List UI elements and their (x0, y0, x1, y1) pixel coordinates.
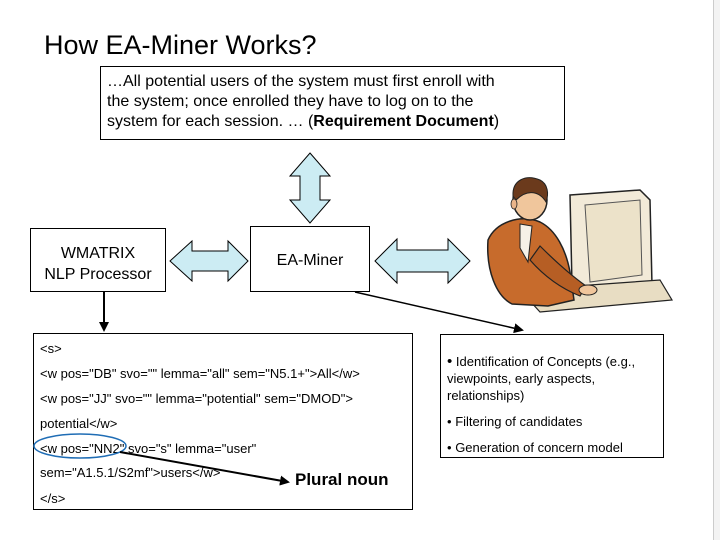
xml-output-box: <s> <w pos="DB" svo="" lemma="all" sem="… (33, 333, 413, 510)
requirement-document-label: Requirement Document (313, 113, 494, 130)
double-arrow-vertical (288, 152, 332, 224)
bullet-text-1: Identification of Concepts (e.g., viewpo… (447, 354, 636, 403)
wmatrix-box: WMATRIX NLP Processor (30, 228, 166, 292)
bullet-icon: • (447, 414, 452, 429)
bullet-icon: • (447, 353, 453, 370)
xml-line-5: <w pos="NN2" svo="s" lemma="user" (40, 441, 257, 456)
wmatrix-line-1: WMATRIX (60, 245, 136, 262)
xml-line-6: sem="A1.5.1/S2mf">users</w> (40, 465, 221, 480)
plural-noun-label: Plural noun (295, 470, 389, 489)
requirement-line-3: system for each session. … (Requirement … (107, 112, 558, 132)
vertical-scrollbar[interactable] (713, 0, 720, 540)
requirement-document-box: …All potential users of the system must … (100, 66, 565, 140)
xml-line-2: <w pos="DB" svo="" lemma="all" sem="N5.1… (40, 366, 360, 381)
requirement-line-2: the system; once enrolled they have to l… (107, 93, 474, 110)
process-steps-box: • Identification of Concepts (e.g., view… (440, 334, 664, 458)
ea-miner-box: EA-Miner (250, 226, 370, 292)
requirement-line-3-text: system for each session. … ( (107, 113, 314, 130)
bullet-text-3: Generation of concern model (455, 440, 623, 455)
double-arrow-left (169, 239, 249, 283)
xml-line-4: potential</w> (40, 416, 118, 431)
xml-line-3: <w pos="JJ" svo="" lemma="potential" sem… (40, 391, 353, 406)
bullet-item-2: • Filtering of candidates (447, 413, 661, 430)
bullet-text-2: Filtering of candidates (455, 414, 583, 429)
person-at-computer-icon (487, 177, 674, 313)
nn2-highlight-ellipse (33, 433, 127, 459)
bullet-item-3: • Generation of concern model (447, 439, 661, 456)
bullet-icon: • (447, 440, 452, 455)
requirement-line-1: …All potential users of the system must … (107, 73, 495, 90)
eaminer-to-bullets-arrow (354, 291, 524, 334)
wmatrix-line-2: NLP Processor (44, 266, 152, 283)
slide-title: How EA-Miner Works? (44, 30, 317, 60)
xml-line-1: <s> (40, 341, 62, 356)
xml-line-7: </s> (40, 491, 66, 506)
double-arrow-right (374, 237, 471, 285)
ea-miner-label: EA-Miner (276, 252, 344, 269)
requirement-line-3-end: ) (493, 113, 500, 130)
bullet-item-1: • Identification of Concepts (e.g., view… (447, 353, 661, 404)
nn2-to-plural-arrow (119, 451, 290, 486)
